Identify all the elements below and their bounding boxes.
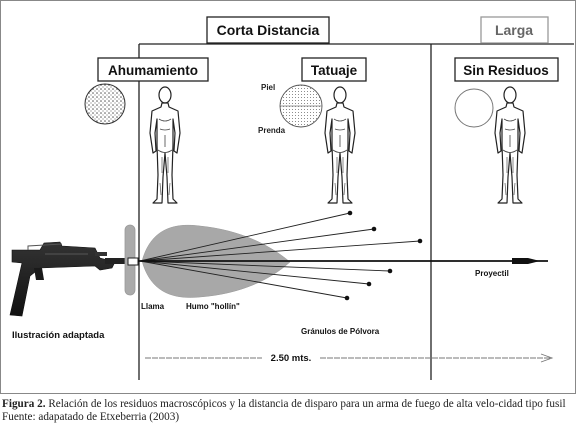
short-range-header-box	[206, 16, 330, 44]
no-residue-label-box	[454, 57, 559, 82]
tattoo-label: Tatuaje	[311, 63, 358, 78]
powder-grain-lines	[139, 212, 421, 299]
caption-source: Fuente: adapatado de Etxeberria (2003)	[2, 411, 180, 423]
smoke-label: Ahumamiento	[108, 63, 198, 78]
flame-label: Llama	[141, 302, 165, 311]
tattoo-label-box	[301, 57, 367, 82]
distance-arrowhead	[540, 353, 554, 363]
soot-label: Humo "hollín"	[186, 302, 240, 311]
illustration-label: Ilustración adaptada	[12, 330, 105, 341]
distance-label: 2.50 mts.	[271, 353, 312, 364]
figure-caption: Figura 2. Relación de los residuos macro…	[2, 398, 572, 424]
projectile	[512, 258, 540, 264]
long-range-header: Larga	[495, 22, 533, 38]
person-tattoo	[324, 86, 356, 204]
no-residue-circle	[454, 88, 494, 128]
smoke-residue-circle	[84, 83, 126, 125]
skin-label: Piel	[261, 83, 275, 92]
person-no-residue	[494, 86, 526, 204]
long-range-header-box	[480, 16, 549, 44]
caption-text: Relación de los residuos macroscópicos y…	[45, 398, 566, 410]
grains-label: Gránulos de Pólvora	[301, 327, 380, 336]
powder-grains	[344, 210, 423, 301]
person-smoke	[149, 86, 181, 204]
caption-label: Figura 2.	[2, 398, 46, 410]
muzzle	[127, 257, 139, 266]
garment-label: Prenda	[258, 126, 286, 135]
smoke-label-box	[97, 57, 209, 82]
short-range-header: Corta Distancia	[217, 22, 320, 38]
projectile-label: Proyectil	[475, 269, 509, 278]
rifle-illustration	[9, 241, 130, 317]
no-residue-label: Sin Residuos	[463, 63, 549, 78]
